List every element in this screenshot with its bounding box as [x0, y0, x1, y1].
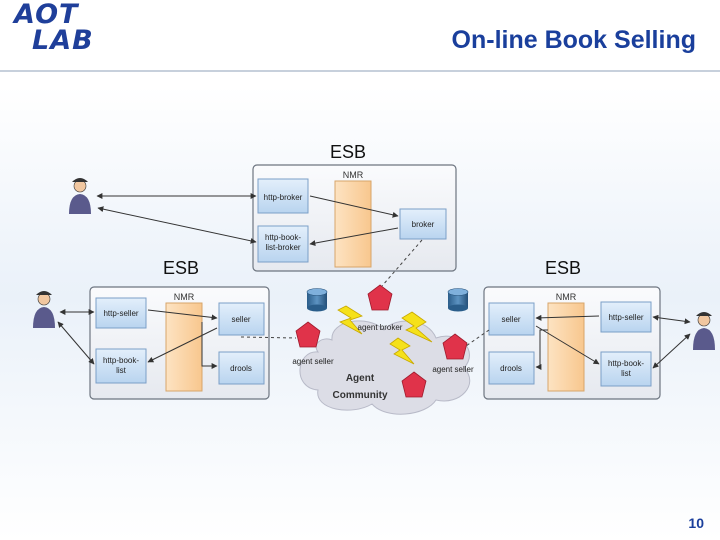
drools-component-right	[488, 351, 535, 385]
http-broker-label: http-broker	[264, 193, 303, 202]
drools-label-right: drools	[500, 364, 522, 373]
http-book-list-broker-component	[257, 225, 309, 263]
seller-component-left	[218, 302, 265, 336]
seller-component-right	[488, 302, 535, 336]
seller-label-right: seller	[501, 315, 520, 324]
slide-title: On-line Book Selling	[451, 26, 696, 54]
agent-community-label-2: Community	[333, 390, 388, 401]
agent-broker-label: agent broker	[358, 323, 403, 332]
nmr-bus-top	[334, 180, 372, 268]
esb-label-left: ESB	[163, 258, 200, 278]
nmr-label-top: NMR	[343, 170, 364, 180]
http-broker-component	[257, 178, 309, 214]
esb-label-top: ESB	[330, 142, 367, 162]
http-book-list-broker-label-1: http-book-	[265, 233, 301, 242]
broker-label: broker	[412, 220, 435, 229]
seller-label-left: seller	[231, 315, 250, 324]
http-book-list-broker-label-2: list-broker	[265, 243, 300, 252]
agent-community-label-1: Agent	[346, 373, 375, 384]
user-icon-left	[33, 291, 55, 328]
agent-seller-icon-left	[295, 321, 321, 348]
agent-seller-label-left: agent seller	[292, 357, 334, 366]
header-divider	[0, 70, 720, 72]
aot-lab-logo: AOT LAB	[14, 0, 94, 56]
http-book-list-label-left-1: http-book-	[103, 356, 139, 365]
nmr-bus-left	[165, 302, 203, 392]
user-icon-top	[69, 178, 91, 214]
agent-icon-center	[401, 371, 427, 398]
database-icon-left	[306, 288, 328, 312]
logo-line-1: AOT	[14, 0, 79, 30]
drools-label-left: drools	[230, 364, 252, 373]
drools-component-left	[218, 351, 265, 385]
lightning-icon-1	[337, 305, 363, 335]
lightning-icon-2	[401, 311, 433, 343]
lightning-icon-3	[389, 337, 415, 365]
user-icon-right	[693, 312, 715, 350]
http-book-list-component-left	[95, 348, 147, 384]
esb-container-top: NMR http-broker http-book- list-broker b…	[252, 164, 457, 272]
database-icon-right	[447, 288, 469, 312]
page-number: 10	[688, 515, 704, 531]
nmr-label-right: NMR	[556, 292, 577, 302]
agent-broker-icon	[367, 284, 393, 311]
agent-seller-icon-right	[442, 333, 468, 360]
http-book-list-label-right-2: list	[621, 369, 632, 378]
http-seller-label-right: http-seller	[608, 313, 643, 322]
broker-component	[399, 208, 447, 240]
http-seller-component-left	[95, 297, 147, 329]
logo-line-2: LAB	[32, 25, 94, 56]
http-seller-label-left: http-seller	[103, 309, 138, 318]
http-book-list-label-left-2: list	[116, 366, 127, 375]
esb-label-right: ESB	[545, 258, 582, 278]
http-book-list-label-right-1: http-book-	[608, 359, 644, 368]
http-seller-component-right	[600, 301, 652, 333]
agent-seller-label-right: agent seller	[432, 365, 474, 374]
esb-container-right: NMR seller drools http-seller http-book-…	[483, 286, 661, 400]
esb-container-left: NMR http-seller http-book- list seller d…	[89, 286, 270, 400]
nmr-label-left: NMR	[174, 292, 195, 302]
http-book-list-component-right	[600, 351, 652, 387]
